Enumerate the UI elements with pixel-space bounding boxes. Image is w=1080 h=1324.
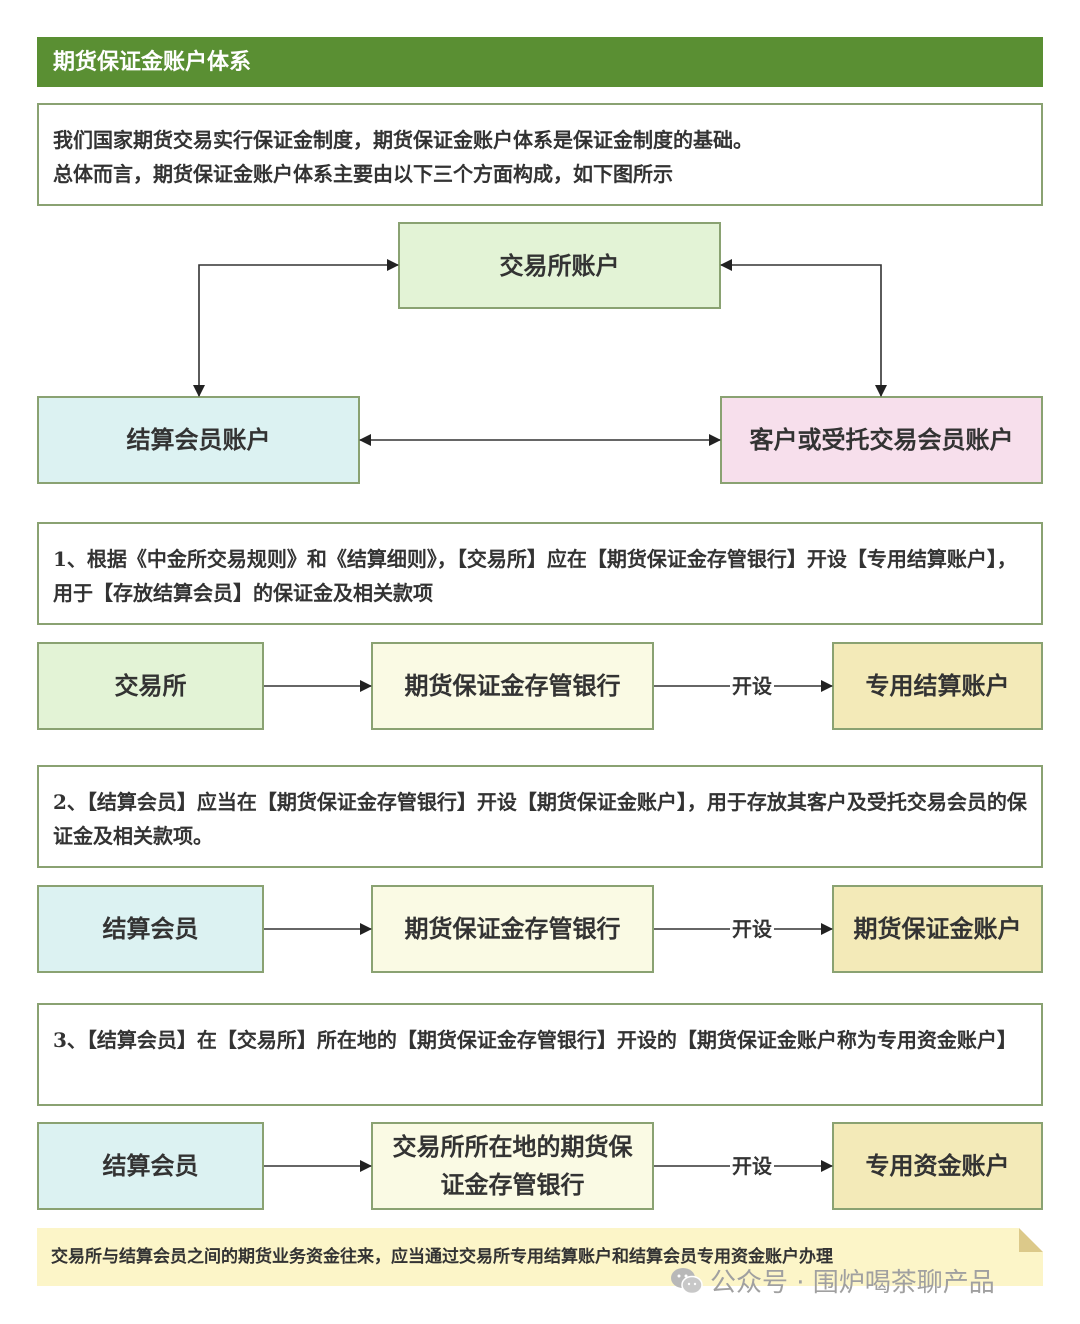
summary-note: 交易所与结算会员之间的期货业务资金往来，应当通过交易所专用结算账户和结算会员专用…	[37, 1228, 1043, 1286]
node-label: 期货保证金存管银行	[404, 914, 621, 943]
edge-clearing-exchange	[193, 259, 399, 397]
section-3-text-box: 3、【结算会员】在【交易所】所在地的【期货保证金存管银行】开设的【期货保证金账户…	[37, 1003, 1043, 1106]
flow-3-node-account: 专用资金账户	[832, 1122, 1043, 1210]
section-1-text-box: 1、根据《中金所交易规则》和《结算细则》，【交易所】应在【期货保证金存管银行】开…	[37, 522, 1043, 625]
node-label: 结算会员账户	[126, 425, 271, 454]
page-title: 期货保证金账户体系	[37, 37, 1043, 87]
node-label: 客户或受托交易会员账户	[749, 425, 1014, 454]
intro-line: 我们国家期货交易实行保证金制度，期货保证金账户体系是保证金制度的基础。	[53, 128, 753, 152]
watermark-text: 公众号 · 围炉喝茶聊产品	[710, 1268, 995, 1298]
watermark: 公众号 · 围炉喝茶聊产品	[670, 1262, 995, 1299]
node-clearing-member-account: 结算会员账户	[37, 396, 360, 484]
flow-1-node-account: 专用结算账户	[832, 642, 1043, 730]
flow-3-node-bank: 交易所所在地的期货保证金存管银行	[371, 1122, 654, 1210]
node-label: 交易所账户	[499, 250, 620, 280]
flow-2-node-account: 期货保证金账户	[832, 885, 1043, 973]
flow-3-node-source: 结算会员	[37, 1122, 264, 1210]
flow-2-node-source: 结算会员	[37, 885, 264, 973]
flow-1-edge-label: 开设	[730, 674, 774, 698]
node-label: 期货保证金账户	[853, 914, 1022, 943]
section-text: 1、根据《中金所交易规则》和《结算细则》，【交易所】应在【期货保证金存管银行】开…	[53, 547, 1017, 605]
section-text: 3、【结算会员】在【交易所】所在地的【期货保证金存管银行】开设的【期货保证金账户…	[53, 1028, 1017, 1052]
intro-line: 总体而言，期货保证金账户体系主要由以下三个方面构成，如下图所示	[53, 162, 673, 186]
flow-1-node-bank: 期货保证金存管银行	[371, 642, 654, 730]
node-label: 交易所	[114, 671, 187, 700]
node-label: 交易所所在地的期货保证金存管银行	[392, 1132, 633, 1199]
flow-1-node-source: 交易所	[37, 642, 264, 730]
node-label: 专用结算账户	[865, 671, 1010, 700]
edge-client-exchange	[720, 259, 887, 397]
node-label: 结算会员	[102, 1151, 199, 1180]
note-folded-corner	[1019, 1228, 1043, 1252]
flow-2-edge-label: 开设	[730, 917, 774, 941]
node-label: 专用资金账户	[865, 1151, 1010, 1180]
node-client-account: 客户或受托交易会员账户	[720, 396, 1043, 484]
intro-box: 我们国家期货交易实行保证金制度，期货保证金账户体系是保证金制度的基础。 总体而言…	[37, 103, 1043, 206]
section-2-text-box: 2、【结算会员】应当在【期货保证金存管银行】开设【期货保证金账户】，用于存放其客…	[37, 765, 1043, 868]
flow-3-edge-label: 开设	[730, 1154, 774, 1178]
node-exchange-account: 交易所账户	[398, 222, 721, 309]
node-label: 结算会员	[102, 914, 199, 943]
wechat-icon	[670, 1266, 704, 1296]
flow-2-node-bank: 期货保证金存管银行	[371, 885, 654, 973]
node-label: 期货保证金存管银行	[404, 671, 621, 700]
section-text: 2、【结算会员】应当在【期货保证金存管银行】开设【期货保证金账户】，用于存放其客…	[53, 790, 1027, 848]
